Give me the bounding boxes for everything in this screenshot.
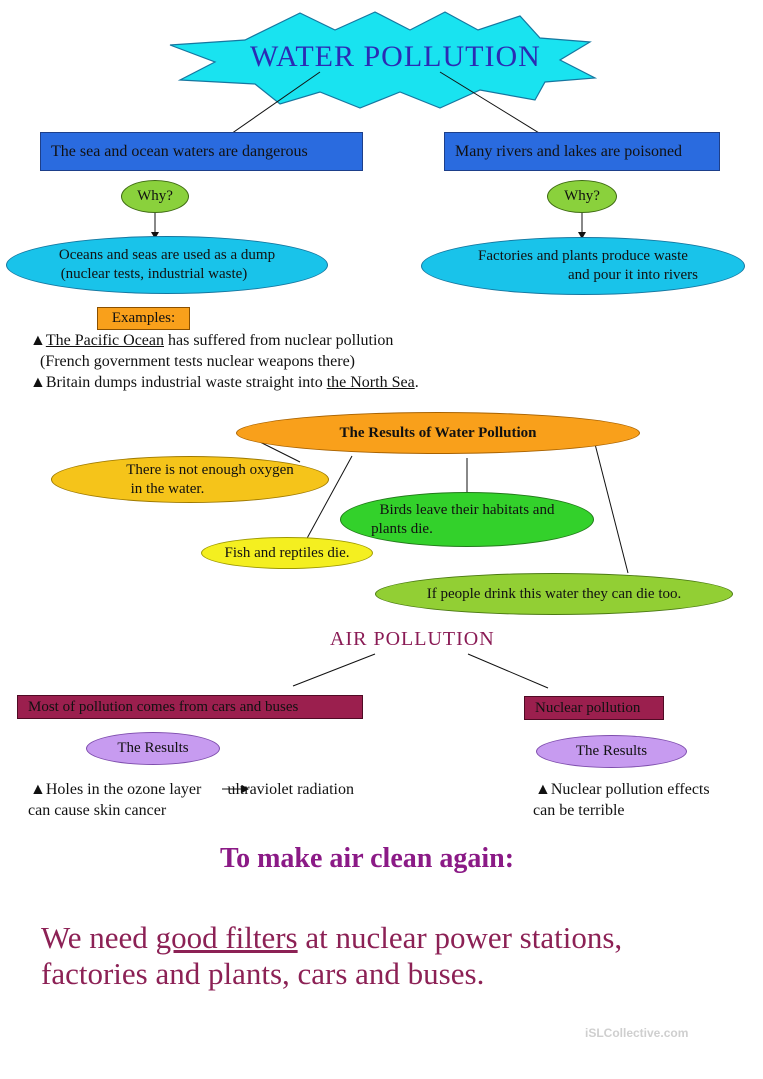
nuclear-effect-line2: can be terrible: [533, 802, 625, 819]
clean-air-heading: To make air clean again:: [220, 843, 515, 874]
examples-label: Examples:: [97, 307, 190, 330]
fish-ellipse: Fish and reptiles die.: [201, 537, 373, 569]
birds-ellipse: Birds leave their habitats and plants di…: [340, 492, 594, 547]
why-left-bubble: Why?: [121, 180, 189, 213]
factories-line1: Factories and plants produce waste: [478, 248, 688, 265]
bullet-icon: ▲: [30, 374, 46, 391]
ocean-dump-ellipse: Oceans and seas are used as a dump (nucl…: [6, 236, 328, 294]
air-pollution-title: AIR POLLUTION: [330, 628, 495, 650]
factories-line2: and pour it into rivers: [568, 267, 698, 283]
clean-air-line1: We need good filters at nuclear power st…: [41, 920, 623, 955]
results-right-bubble: The Results: [536, 735, 687, 768]
ocean-dump-line2: (nuclear tests, industrial waste): [60, 266, 248, 282]
results-water-ellipse: The Results of Water Pollution: [236, 412, 640, 454]
cars-buses-box: Most of pollution comes from cars and bu…: [17, 695, 363, 719]
drink-ellipse: If people drink this water they can die …: [375, 573, 733, 615]
pacific-ocean-link: The Pacific Ocean: [45, 332, 164, 349]
ozone-effect-line2: can cause skin cancer: [28, 802, 167, 819]
factories-ellipse: Factories and plants produce waste and p…: [421, 237, 745, 295]
nuclear-pollution-box: Nuclear pollution: [524, 696, 664, 720]
watermark: iSLCollective.com: [585, 1026, 689, 1040]
nuclear-effect: ▲Nuclear pollution effects: [535, 781, 710, 798]
why-right-bubble: Why?: [547, 180, 617, 213]
bullet-icon: ▲: [30, 781, 46, 798]
example-pacific: ▲The Pacific Ocean has suffered from nuc…: [30, 332, 394, 349]
example-pacific-note: (French government tests nuclear weapons…: [40, 353, 355, 370]
rivers-lakes-box: Many rivers and lakes are poisoned: [444, 132, 720, 171]
title-star-shape: [169, 11, 598, 109]
bullet-icon: ▲: [535, 781, 551, 798]
sea-ocean-box: The sea and ocean waters are dangerous: [40, 132, 363, 171]
example-north-sea: ▲Britain dumps industrial waste straight…: [30, 374, 419, 391]
results-left-bubble: The Results: [86, 732, 220, 765]
bullet-icon: ▲: [30, 332, 46, 349]
north-sea-link: the North Sea: [326, 374, 415, 391]
good-filters-link: good filters: [155, 920, 298, 955]
page-title: WATER POLLUTION: [250, 40, 541, 73]
ocean-dump-line1: Oceans and seas are used as a dump: [58, 247, 276, 264]
oxygen-ellipse: There is not enough oxygen in the water.: [51, 456, 329, 503]
clean-air-line2: factories and plants, cars and buses.: [41, 956, 485, 991]
